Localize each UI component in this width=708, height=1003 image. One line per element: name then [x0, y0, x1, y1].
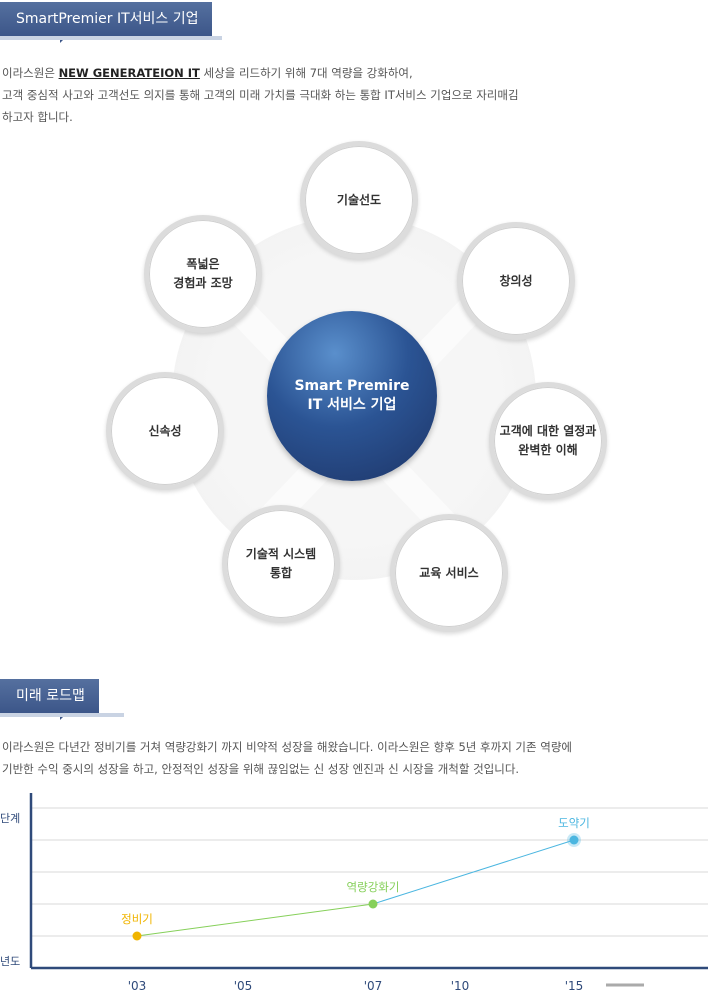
banner-shadow: [0, 36, 222, 40]
section-title-smartpremier: SmartPremier IT서비스 기업: [0, 2, 213, 43]
x-tick-label: '05: [234, 979, 253, 993]
node-integration: 기술적 시스템 통합: [222, 505, 340, 623]
x-ticks: '03 '05 '07 '10 '15: [128, 979, 584, 993]
banner-shadow: [0, 713, 124, 717]
roadmap-line-1: 이라스원은 다년간 정비기를 거쳐 역량강화기 까지 비약적 성장을 해왔습니다…: [2, 740, 572, 754]
section-title-roadmap: 미래 로드맵: [0, 679, 99, 720]
intro-line-2: 고객 중심적 사고와 고객선도 의지를 통해 고객의 미래 가치를 극대화 하는…: [2, 88, 519, 102]
x-tick-label: '15: [565, 979, 584, 993]
series-lines: [136, 839, 575, 937]
section-title-text: SmartPremier IT서비스 기업: [16, 11, 199, 27]
node-experience: 폭넓은 경험과 조망: [144, 215, 262, 333]
node-education: 교육 서비스: [390, 514, 508, 632]
point-label: 정비기: [121, 912, 153, 926]
series-segment: [372, 839, 575, 905]
data-point: [368, 899, 378, 909]
node-speed: 신속성: [106, 372, 224, 490]
y-label-bottom: 년도: [0, 955, 20, 968]
x-tick-label: '07: [364, 979, 383, 993]
intro-paragraph: 이라스원은 NEW GENERATEION IT 세상을 리드하기 위해 7대 …: [2, 62, 519, 128]
intro-line-1: 이라스원은 NEW GENERATEION IT 세상을 리드하기 위해 7대 …: [2, 66, 413, 80]
center-circle: Smart Premire IT 서비스 기업: [267, 311, 437, 481]
node-tech-lead: 기술선도: [300, 141, 418, 259]
node-creativity: 창의성: [457, 222, 575, 340]
node-customer: 고객에 대한 열정과 완벽한 이해: [489, 382, 607, 500]
x-tick-label: '03: [128, 979, 147, 993]
y-label-top: 단계: [0, 812, 20, 825]
point-label: 역량강화기: [347, 880, 400, 894]
data-point: [569, 835, 579, 845]
roadmap-line-2: 기반한 수익 중시의 성장을 하고, 안정적인 성장을 위해 끊임없는 신 성장…: [2, 762, 520, 776]
x-tick-label: '10: [451, 979, 470, 993]
series-segment: [136, 903, 374, 937]
intro-highlight: NEW GENERATEION IT: [58, 66, 200, 80]
section-title-text: 미래 로드맵: [16, 688, 85, 704]
series-points: 정비기 역량강화기 도약기: [121, 816, 590, 941]
chart-grid: [31, 807, 708, 937]
point-label: 도약기: [558, 816, 590, 830]
intro-line-3: 하고자 합니다.: [2, 110, 73, 124]
data-point: [132, 931, 142, 941]
roadmap-paragraph: 이라스원은 다년간 정비기를 거쳐 역량강화기 까지 비약적 성장을 해왔습니다…: [2, 736, 572, 780]
